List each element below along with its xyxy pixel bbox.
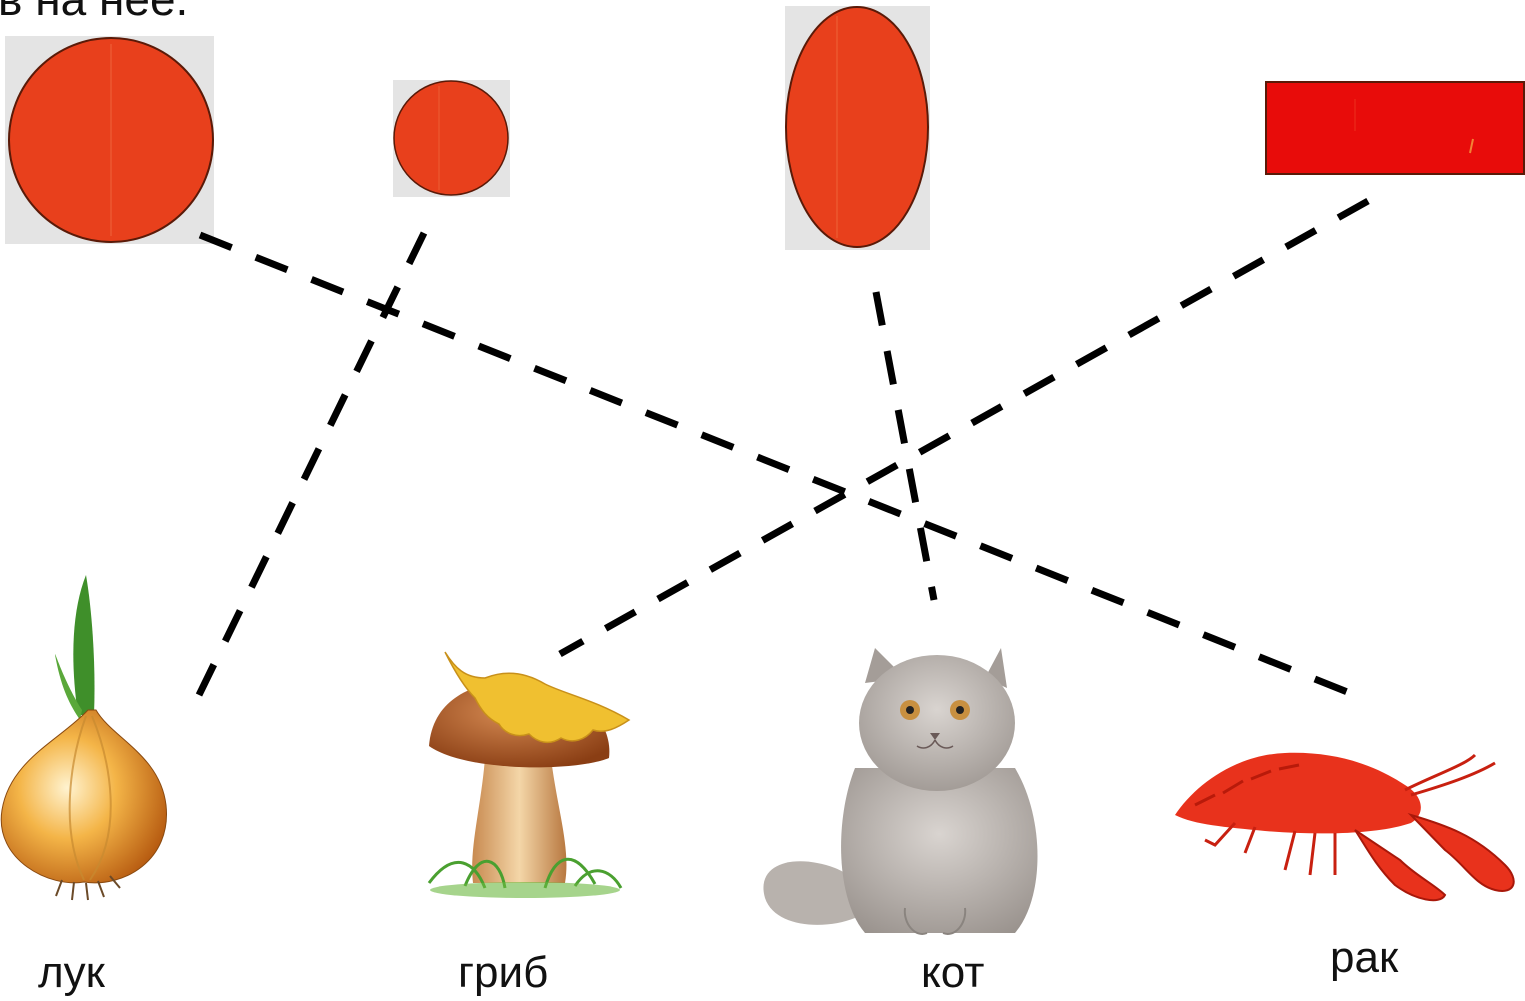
oval-card: [785, 6, 930, 250]
mushroom-icon: [427, 651, 631, 898]
rectangle-shape: [1265, 81, 1525, 175]
onion-icon: [0, 575, 167, 901]
instruction-text: в на нее.: [0, 0, 188, 26]
cat-label: кот: [921, 948, 985, 997]
onion-label: лук: [38, 948, 105, 997]
crayfish-picture: [1175, 735, 1525, 910]
large-circle-card: [5, 36, 214, 244]
cat-picture: [755, 648, 1085, 948]
oval-shape: [785, 6, 929, 248]
crayfish-icon: [1175, 752, 1515, 902]
crayfish-label: рак: [1330, 933, 1399, 982]
line-large-circle-to-crayfish: [198, 231, 1362, 701]
small-circle-card: [393, 80, 510, 197]
onion-picture: [0, 570, 175, 910]
rectangle-card: [1265, 81, 1525, 175]
mushroom-label: гриб: [458, 948, 549, 997]
line-oval-to-cat: [872, 291, 938, 601]
line-rectangle-to-mushroom: [558, 197, 1370, 658]
small-circle-shape: [393, 80, 509, 196]
cat-icon: [763, 648, 1038, 935]
mushroom-picture: [425, 648, 635, 903]
line-small-circle-to-onion: [195, 231, 428, 697]
